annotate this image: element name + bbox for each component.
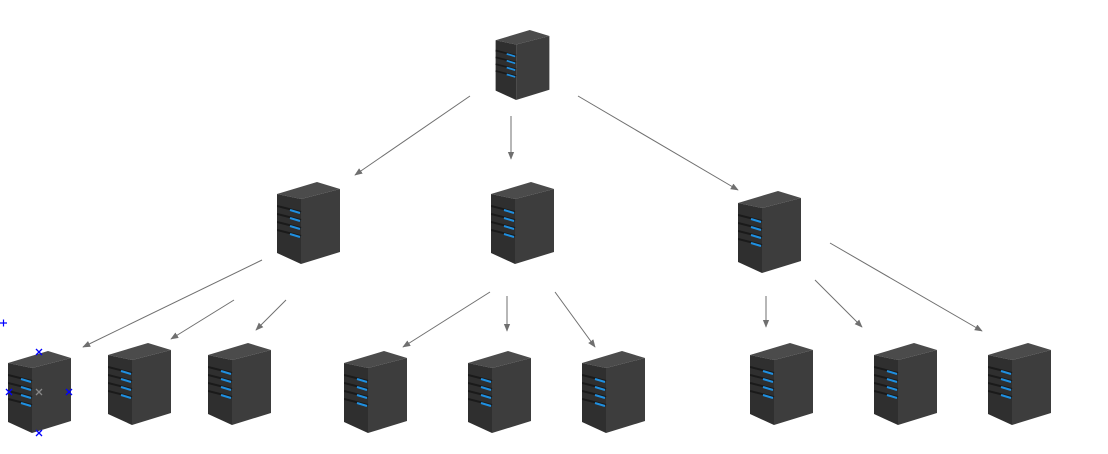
server-node-root[interactable]: [494, 30, 551, 100]
connection-point-top[interactable]: [35, 348, 43, 356]
connection-point-center[interactable]: [35, 388, 43, 396]
edge-a-a2[interactable]: [170, 299, 235, 340]
edge-c-c2[interactable]: [814, 279, 863, 328]
server-node-a2[interactable]: [108, 343, 171, 425]
server-node-b1[interactable]: [344, 351, 407, 433]
server-node-c1[interactable]: [750, 343, 813, 425]
selection-handles: [0, 319, 73, 437]
connection-point-left[interactable]: [5, 388, 13, 396]
nodes: [8, 30, 1051, 434]
move-handle-plus-icon[interactable]: [0, 319, 7, 327]
edge-a-a1[interactable]: [82, 259, 263, 348]
edge-a-a3[interactable]: [255, 299, 287, 331]
edge-b-b3[interactable]: [554, 291, 596, 348]
server-node-b[interactable]: [491, 182, 554, 264]
connection-point-bottom[interactable]: [35, 429, 43, 437]
edges: [82, 95, 983, 348]
server-node-c[interactable]: [738, 191, 801, 273]
server-node-a[interactable]: [277, 182, 340, 264]
server-node-c3[interactable]: [988, 343, 1051, 425]
edge-b-b1[interactable]: [402, 291, 491, 348]
server-node-b2[interactable]: [468, 351, 531, 433]
server-node-b3[interactable]: [582, 351, 645, 433]
edge-root-c[interactable]: [577, 95, 739, 191]
connection-point-right[interactable]: [65, 388, 73, 396]
server-node-c2[interactable]: [874, 343, 937, 425]
server-node-a3[interactable]: [208, 343, 271, 425]
edge-c-c3[interactable]: [829, 242, 983, 332]
edge-root-a[interactable]: [354, 95, 471, 176]
